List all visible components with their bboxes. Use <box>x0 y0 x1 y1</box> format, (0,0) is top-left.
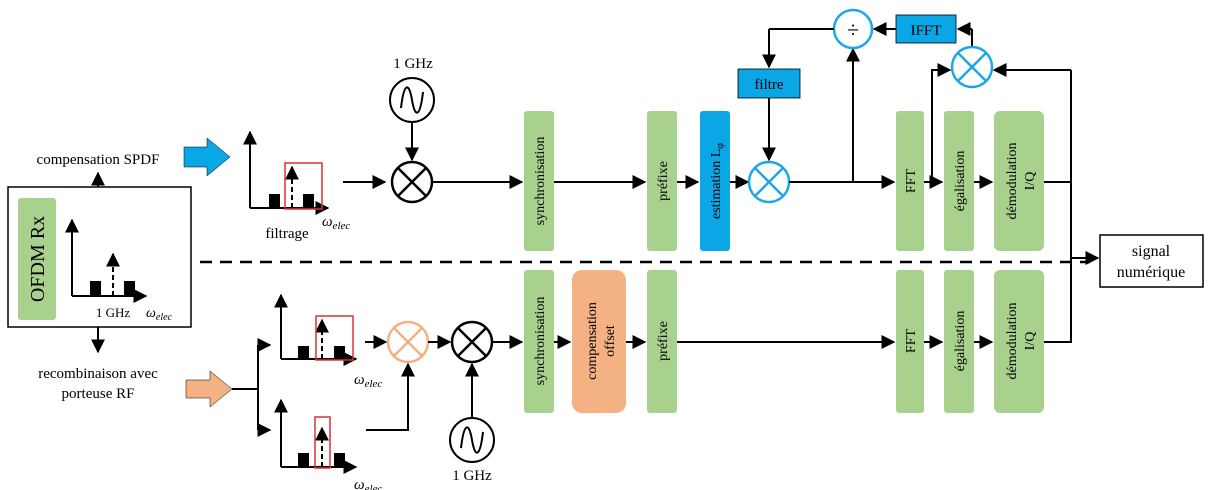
label-compensation-spdf: compensation SPDF <box>37 152 160 168</box>
output-label-line2: numérique <box>1117 264 1185 281</box>
bottom-demod-label-line2: I/Q <box>1023 332 1038 351</box>
bottom-lo-freq-label: 1 GHz <box>452 468 492 484</box>
top-feedback-mixer-icon <box>950 45 994 89</box>
output-box <box>1099 234 1204 288</box>
top-equalization-block <box>944 111 974 251</box>
top-fft-label: FFT <box>904 168 919 193</box>
top-lo-freq-label: 1 GHz <box>393 56 433 72</box>
rx-freq-label: 1 GHz <box>96 305 131 320</box>
bottom-fft-block <box>896 270 924 413</box>
top-mixer-icon <box>390 160 434 204</box>
bottom-equalization-block <box>944 270 974 413</box>
ofdm-rx-label: OFDM Rx <box>27 216 49 302</box>
ifft-block <box>895 14 957 44</box>
top-demod-block <box>994 111 1044 251</box>
compensation-offset-block <box>572 270 626 413</box>
bottom-spectrum-lower <box>274 398 358 474</box>
top-sync-block <box>524 111 554 251</box>
bottom-sync-label: synchronisation <box>533 297 548 386</box>
estimation-label: estimation Lφ <box>709 143 726 219</box>
bottom-spectrum-upper <box>274 293 358 366</box>
bottom-demod-block <box>994 270 1044 413</box>
top-equalization-label: égalisation <box>953 151 968 212</box>
bottom-mixer-icon <box>450 320 494 364</box>
top-correction-mixer-icon <box>747 160 791 204</box>
estimation-block <box>700 111 730 251</box>
filtre-block <box>737 68 801 99</box>
top-prefix-label: préfixe <box>656 161 671 201</box>
bottom-lower-omega-label: ωelec <box>354 477 382 490</box>
divide-symbol: ÷ <box>847 17 859 42</box>
filtrage-label: filtrage <box>265 226 309 242</box>
top-fft-block <box>896 111 924 251</box>
bottom-prefix-label: préfixe <box>656 321 671 361</box>
label-porteuse-rf: porteuse RF <box>62 386 135 402</box>
compensation-label-line2: offset <box>603 325 618 357</box>
top-omega-label: ωelec <box>322 214 350 232</box>
orange-block-arrow <box>185 370 233 408</box>
bottom-equalization-label: égalisation <box>953 311 968 372</box>
bottom-fft-label: FFT <box>904 328 919 353</box>
top-demod-label-line1: démodulation <box>1005 143 1020 220</box>
bottom-upper-omega-label: ωelec <box>354 372 382 390</box>
top-filter-spectrum <box>243 130 330 215</box>
ifft-label: IFFT <box>911 23 942 39</box>
bottom-prefix-block <box>647 270 677 413</box>
ofdm-rx-block <box>18 198 56 320</box>
filtre-label: filtre <box>754 77 783 93</box>
bottom-demod-label-line1: démodulation <box>1005 303 1020 380</box>
output-label-line1: signal <box>1132 243 1171 260</box>
bottom-sync-block <box>524 270 554 413</box>
compensation-label-line1: compensation <box>585 302 600 380</box>
top-prefix-block <box>647 111 677 251</box>
label-recombinaison: recombinaison avec <box>38 366 158 382</box>
bottom-carrier-mixer-icon <box>386 320 430 364</box>
rx-omega-label: ωelec <box>146 306 173 323</box>
top-demod-label-line2: I/Q <box>1023 172 1038 191</box>
blue-block-arrow <box>183 137 231 177</box>
rx-spectrum-plot <box>65 218 148 303</box>
top-sync-label: synchronisation <box>533 137 548 226</box>
